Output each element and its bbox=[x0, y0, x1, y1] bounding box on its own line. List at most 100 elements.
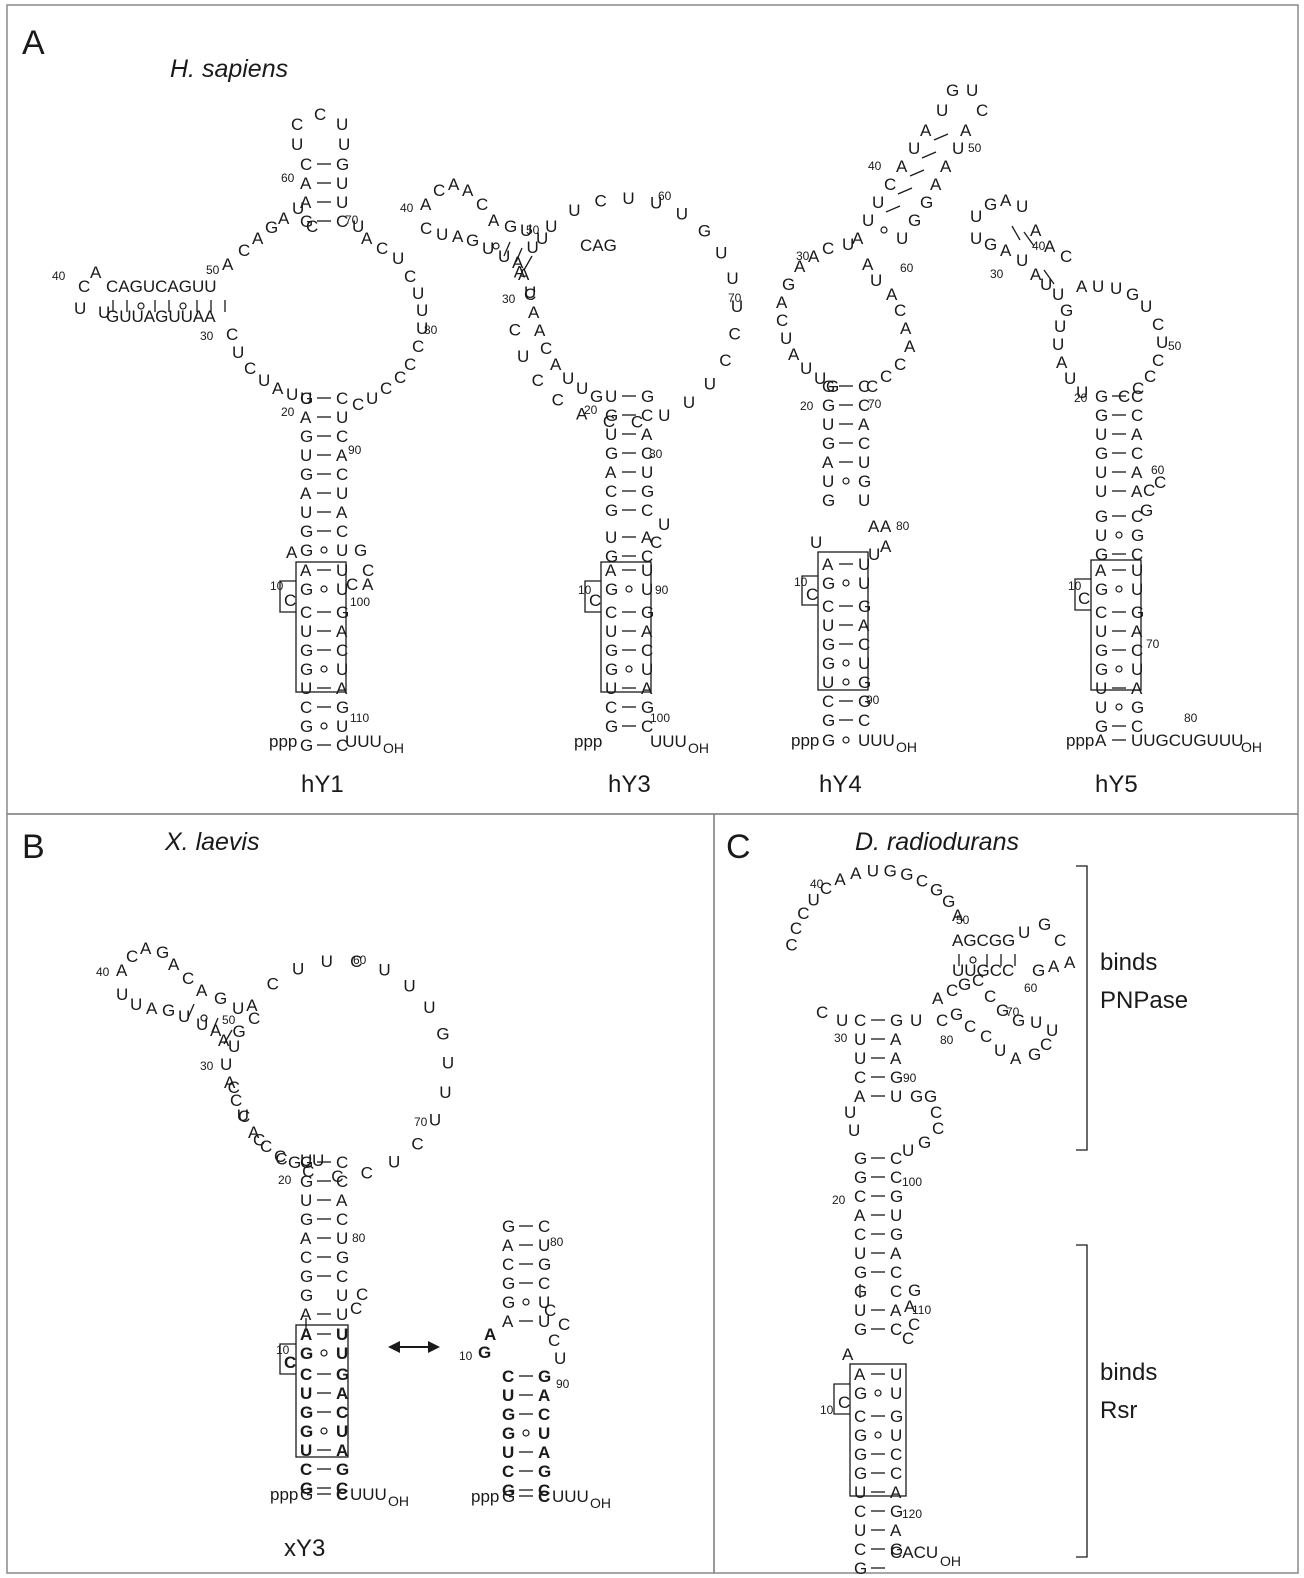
nucleotide: G bbox=[300, 1485, 313, 1504]
nucleotide: G bbox=[466, 231, 479, 250]
nucleotide: A bbox=[248, 1123, 260, 1142]
five-prime-ppp: ppp bbox=[791, 731, 819, 750]
nucleotide: G bbox=[288, 1153, 301, 1172]
nucleotide: U bbox=[896, 229, 908, 248]
gu-wobble-mark bbox=[320, 546, 328, 554]
nucleotide: G bbox=[822, 711, 835, 730]
nucleotide: U bbox=[321, 952, 333, 971]
nucleotide: A bbox=[1030, 221, 1042, 240]
nucleotide: C bbox=[916, 871, 928, 890]
nucleotide: U bbox=[232, 343, 244, 362]
nucleotide: G bbox=[300, 522, 313, 541]
nucleotide: U bbox=[220, 1055, 232, 1074]
base-pair-line bbox=[523, 255, 533, 271]
nucleotide: A bbox=[336, 1384, 348, 1403]
position-number: 30 bbox=[502, 292, 516, 306]
nucleotide: U bbox=[286, 385, 298, 404]
nucleotide: U bbox=[292, 959, 304, 978]
nucleotide: G bbox=[854, 1263, 867, 1282]
position-number: 10 bbox=[1068, 579, 1082, 593]
nucleotide: UUGCUGUUU bbox=[1131, 731, 1243, 750]
nucleotide: A bbox=[1010, 1049, 1022, 1068]
nucleotide: U bbox=[858, 453, 870, 472]
nucleotide: U bbox=[1052, 335, 1064, 354]
nucleotide: U bbox=[658, 515, 670, 534]
nucleotide: G bbox=[1095, 717, 1108, 736]
nucleotide: A bbox=[890, 1049, 902, 1068]
nucleotide: U bbox=[870, 271, 882, 290]
nucleotide: A bbox=[890, 1244, 902, 1263]
nucleotide: A bbox=[794, 257, 806, 276]
nucleotide: U bbox=[605, 622, 617, 641]
position-number: 70 bbox=[414, 1115, 428, 1129]
nucleotide: U bbox=[867, 861, 879, 880]
nucleotide: G bbox=[300, 1286, 313, 1305]
nucleotide: UUU bbox=[858, 731, 895, 750]
position-number: 20 bbox=[584, 403, 598, 417]
nucleotide: A bbox=[550, 355, 562, 374]
position-number: 60 bbox=[1024, 981, 1038, 995]
nucleotide: A bbox=[300, 1229, 312, 1248]
nucleotide: C bbox=[838, 1393, 850, 1412]
nucleotide: A bbox=[1095, 561, 1107, 580]
nucleotide: A bbox=[850, 864, 862, 883]
position-number: 90 bbox=[903, 1071, 917, 1085]
nucleotide: G bbox=[822, 654, 835, 673]
nucleotide: A bbox=[890, 1483, 902, 1502]
nucleotide: U bbox=[814, 369, 826, 388]
nucleotide: U bbox=[237, 1106, 249, 1125]
nucleotide: A bbox=[858, 415, 870, 434]
nucleotide: C bbox=[1144, 367, 1156, 386]
nucleotide: G bbox=[1095, 406, 1108, 425]
nucleotide: A bbox=[116, 961, 128, 980]
nucleotide: C bbox=[538, 1217, 550, 1236]
nucleotide: C bbox=[336, 736, 348, 755]
nucleotide: G bbox=[502, 1217, 515, 1236]
nucleotide: C bbox=[540, 339, 552, 358]
nucleotide: C bbox=[552, 390, 564, 409]
nucleotide: G bbox=[336, 698, 349, 717]
nucleotide: C bbox=[336, 1210, 348, 1229]
position-number: 110 bbox=[350, 711, 369, 725]
nucleotide: U bbox=[970, 207, 982, 226]
nucleotide: C bbox=[248, 1009, 260, 1028]
nucleotide: U bbox=[641, 580, 653, 599]
nucleotide: G bbox=[336, 603, 349, 622]
nucleotide: U bbox=[524, 283, 536, 302]
position-number: 80 bbox=[1184, 711, 1198, 725]
position-number: 40 bbox=[52, 269, 66, 283]
nucleotide: U bbox=[1095, 698, 1107, 717]
nucleotide: C bbox=[980, 1027, 992, 1046]
gu-wobble-mark bbox=[1115, 531, 1123, 539]
nucleotide: U bbox=[1095, 425, 1107, 444]
nucleotide: U bbox=[1131, 660, 1143, 679]
nucleotide: U bbox=[1052, 285, 1064, 304]
nucleotide: C bbox=[336, 1403, 348, 1422]
nucleotide: U bbox=[300, 679, 312, 698]
bracket-pnpase-region bbox=[1076, 865, 1088, 1151]
five-prime-ppp: ppp bbox=[574, 732, 602, 751]
position-number: 120 bbox=[902, 1507, 922, 1521]
nucleotide: U bbox=[116, 985, 128, 1004]
nucleotide: G bbox=[162, 1001, 175, 1020]
base-pair-line bbox=[933, 133, 949, 141]
nucleotide: A bbox=[1095, 731, 1107, 750]
position-number: 20 bbox=[278, 1173, 292, 1187]
nucleotide: A bbox=[1131, 622, 1143, 641]
nucleotide: C bbox=[267, 975, 279, 994]
nucleotide: U bbox=[842, 235, 854, 254]
nucleotide: G bbox=[822, 491, 835, 510]
nucleotide: G bbox=[336, 1365, 349, 1384]
nucleotide: U bbox=[300, 1151, 312, 1170]
nucleotide: C bbox=[641, 406, 653, 425]
nucleotide: C bbox=[284, 1353, 296, 1372]
base-pair-line bbox=[921, 151, 937, 159]
nucleotide: G bbox=[1140, 501, 1153, 520]
nucleotide: A bbox=[576, 404, 588, 423]
nucleotide: A bbox=[930, 175, 942, 194]
nucleotide: G bbox=[605, 406, 618, 425]
nucleotide: C bbox=[346, 575, 358, 594]
